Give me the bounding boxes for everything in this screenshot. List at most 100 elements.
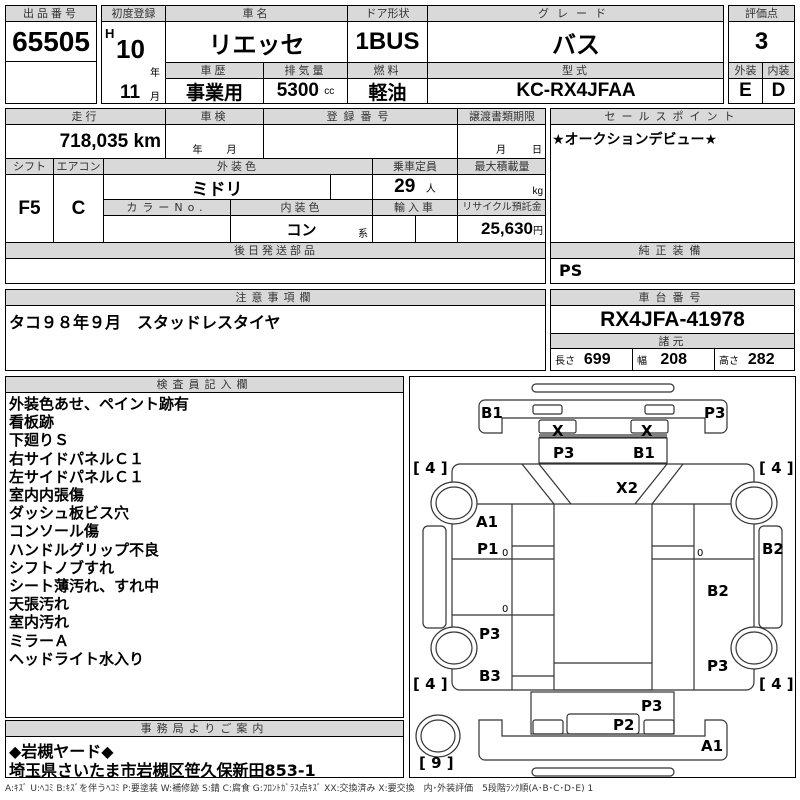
aircon-label: エアコン bbox=[53, 158, 104, 175]
import bbox=[372, 215, 416, 243]
height-label: 高さ bbox=[719, 356, 739, 367]
reg-month: 11 bbox=[120, 82, 141, 103]
front-panel bbox=[530, 691, 675, 735]
notes-box: 注意事項欄 タコ９８年９月 スタッドレスタイヤ bbox=[5, 289, 546, 371]
mark-zero: 0 bbox=[502, 604, 508, 615]
note-item: シート薄汚れ、すれ中 bbox=[9, 577, 160, 596]
office-box: 事務局よりご案内 ◆岩槻ヤード◆ 埼玉県さいたま市岩槻区笹久保新田853-1 bbox=[5, 720, 404, 778]
transfer: 月日 bbox=[457, 124, 545, 159]
vehicle-diagram-svg: B1 P3 X X P3 B1 X2 A1 P1 B2 B2 P3 P3 B3 … bbox=[413, 383, 794, 777]
note-item: ダッシュ板ビス穴 bbox=[9, 504, 130, 523]
insp-month-unit: 月 bbox=[226, 145, 237, 156]
displacement-value: 5300 bbox=[276, 80, 319, 101]
note-item: ヘッドライト水入り bbox=[9, 649, 145, 668]
fuel-label: 燃料 bbox=[347, 62, 428, 79]
car-name: リエッセ bbox=[165, 21, 348, 63]
note-item: ミラーＡ bbox=[9, 631, 70, 650]
car-name-label: 車名 bbox=[165, 6, 348, 22]
model-code: KC-RX4JFAA bbox=[427, 78, 723, 103]
note-item: ハンドルグリップ不良 bbox=[9, 540, 160, 559]
mark-left-rear-fender: A1 bbox=[476, 513, 498, 531]
roof bbox=[553, 503, 653, 691]
recycle-value: 25,630 bbox=[481, 219, 533, 238]
mark-front-bumper: A1 bbox=[701, 737, 723, 755]
chassis-box: 車台番号 RX4JFA-41978 諸元 長さ 699 幅 208 高さ 282 bbox=[550, 289, 795, 371]
history-label: 車歴 bbox=[165, 62, 264, 79]
recycle-label: リサイクル預託金 bbox=[457, 199, 545, 216]
mark-roof-rear: X2 bbox=[616, 479, 638, 497]
rear-bumper bbox=[478, 399, 728, 434]
note-item: 室内汚れ bbox=[9, 613, 70, 632]
inspector-label: 検査員記入欄 bbox=[6, 377, 403, 393]
int-color-unit: 系 bbox=[358, 229, 368, 240]
aircon: C bbox=[53, 174, 104, 243]
rear-panel bbox=[538, 437, 668, 464]
transfer-month-unit: 月 bbox=[496, 145, 506, 156]
mark-right-front: P3 bbox=[707, 657, 728, 675]
spec-width: 幅 208 bbox=[632, 348, 715, 370]
first-reg: H 10 年 11 月 bbox=[102, 21, 166, 103]
grade-label: グレード bbox=[427, 6, 723, 22]
note-item: 下廻りＳ bbox=[9, 431, 70, 450]
mark-zero: 0 bbox=[697, 548, 703, 559]
mark-rear-right: P3 bbox=[704, 404, 725, 422]
ext-label: 外装 bbox=[729, 62, 763, 79]
capacity: 29 人 bbox=[372, 174, 458, 200]
displacement-label: 排気量 bbox=[263, 62, 348, 79]
mark-rear-panel-right: B1 bbox=[633, 444, 655, 462]
tire-depth-front-right: [ 4 ] bbox=[759, 675, 794, 693]
left-step bbox=[422, 525, 447, 629]
note-item: 外装色あせ、ペイント跡有 bbox=[9, 395, 190, 413]
mark-rear-left: B1 bbox=[481, 404, 503, 422]
reg-no-label: 登録番号 bbox=[263, 109, 458, 125]
model-label: 型式 bbox=[427, 62, 723, 79]
history: 事業用 bbox=[165, 78, 264, 103]
lot-label: 出品番号 bbox=[6, 6, 96, 22]
import-label: 輸入車 bbox=[372, 199, 458, 216]
year-unit: 年 bbox=[150, 68, 160, 79]
width-value: 208 bbox=[660, 350, 688, 368]
mark-rear-panel-left: P3 bbox=[553, 444, 574, 462]
details-box: 走行 車検 登録番号 譲渡書類期限 718,035 km 年月 月日 シフト エ… bbox=[5, 108, 546, 284]
door-label: ドア形状 bbox=[347, 6, 428, 22]
inspection-label: 車検 bbox=[165, 109, 264, 125]
score-value: 3 bbox=[729, 21, 794, 63]
spec-height: 高さ 282 bbox=[714, 348, 794, 370]
note-item: 左サイドパネルＣ１ bbox=[9, 467, 145, 486]
mark-right-side: B2 bbox=[707, 582, 729, 600]
front-bottom-bar bbox=[531, 767, 675, 777]
chassis-label: 車台番号 bbox=[551, 290, 794, 306]
tire-depth-rear-right: [ 4 ] bbox=[759, 459, 794, 477]
note-item: シフトノブすれ bbox=[9, 558, 115, 577]
shift: F5 bbox=[6, 174, 54, 243]
mark-light-left: X bbox=[552, 422, 564, 440]
ext-color: ミドリ bbox=[103, 174, 331, 200]
era: H bbox=[105, 26, 115, 41]
legend: A:ｷｽﾞ U:ﾍｺﾐ B:ｷｽﾞを伴うﾍｺﾐ P:要塗装 W:補修跡 S:錆 … bbox=[5, 784, 594, 794]
mark-zero: 0 bbox=[502, 548, 508, 559]
tire-depth-front-left: [ 4 ] bbox=[413, 675, 448, 693]
office-label: 事務局よりご案内 bbox=[6, 721, 403, 737]
km-unit: km bbox=[133, 130, 161, 152]
int-color-value: コン bbox=[286, 221, 317, 239]
mileage-value: 718,035 bbox=[59, 130, 129, 152]
mark-grille: P2 bbox=[613, 716, 634, 734]
int-score: D bbox=[762, 78, 794, 103]
mark-light-right: X bbox=[641, 422, 653, 440]
tire-depth-rear-left: [ 4 ] bbox=[413, 459, 448, 477]
color-no bbox=[103, 215, 231, 243]
transfer-label: 譲渡書類期限 bbox=[457, 109, 545, 125]
insp-year-unit: 年 bbox=[192, 145, 203, 156]
note-item: 看板跡 bbox=[9, 413, 55, 432]
month-unit: 月 bbox=[150, 92, 160, 103]
tire-depth-spare: [ 9 ] bbox=[419, 754, 454, 772]
inspector-notes: 外装色あせ、ペイント跡有 看板跡 下廻りＳ 右サイドパネルＣ１ 左サイドパネルＣ… bbox=[9, 395, 189, 668]
ext-color-label: 外装色 bbox=[103, 158, 373, 175]
rear-top-bar bbox=[531, 383, 675, 393]
mileage: 718,035 km bbox=[6, 124, 166, 159]
mark-right-step: B2 bbox=[762, 540, 784, 558]
inspector-box: 検査員記入欄 外装色あせ、ペイント跡有 看板跡 下廻りＳ 右サイドパネルＣ１ 左… bbox=[5, 376, 404, 718]
capacity-unit: 人 bbox=[425, 183, 436, 195]
rear-light-right bbox=[630, 419, 669, 434]
note-item: 右サイドパネルＣ１ bbox=[9, 449, 145, 468]
